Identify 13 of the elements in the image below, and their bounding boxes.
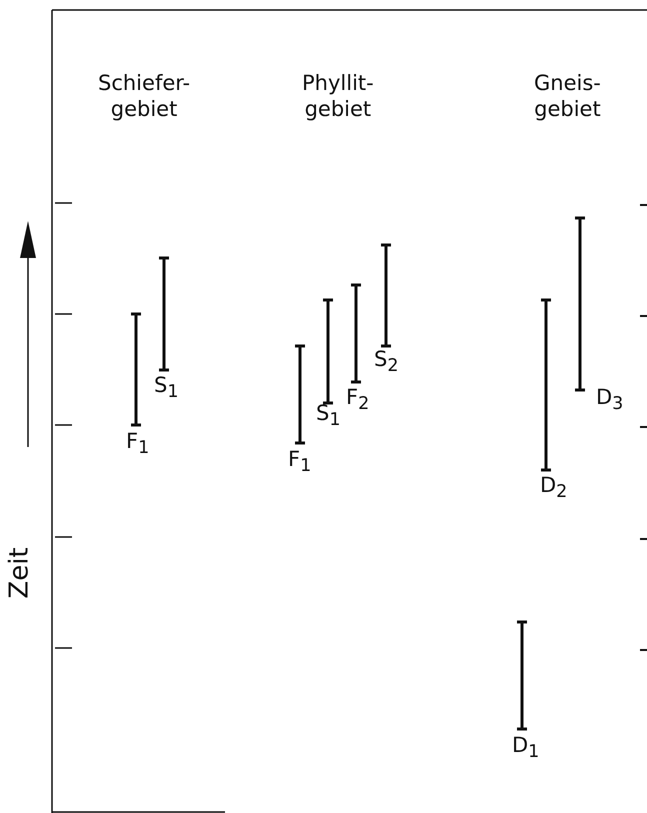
phase-label: F$_{2}$ xyxy=(346,384,370,416)
phase-label: S$_{1}$ xyxy=(154,372,178,404)
phase-label: S$_{2}$ xyxy=(374,346,398,378)
phase-label: F$_{1}$ xyxy=(126,428,150,460)
heading: Gneis- gebiet xyxy=(534,70,601,122)
phase-label: S$_{1}$ xyxy=(316,400,340,432)
phase-label: D$_{3}$ xyxy=(596,384,624,416)
heading: Schiefer- gebiet xyxy=(98,70,190,122)
phase-label: F$_{1}$ xyxy=(288,446,312,478)
axis-title: Zeit xyxy=(6,547,33,599)
phase-label: D$_{1}$ xyxy=(512,732,540,764)
phase-label: D$_{2}$ xyxy=(540,472,568,504)
heading: Phyllit- gebiet xyxy=(302,70,374,122)
